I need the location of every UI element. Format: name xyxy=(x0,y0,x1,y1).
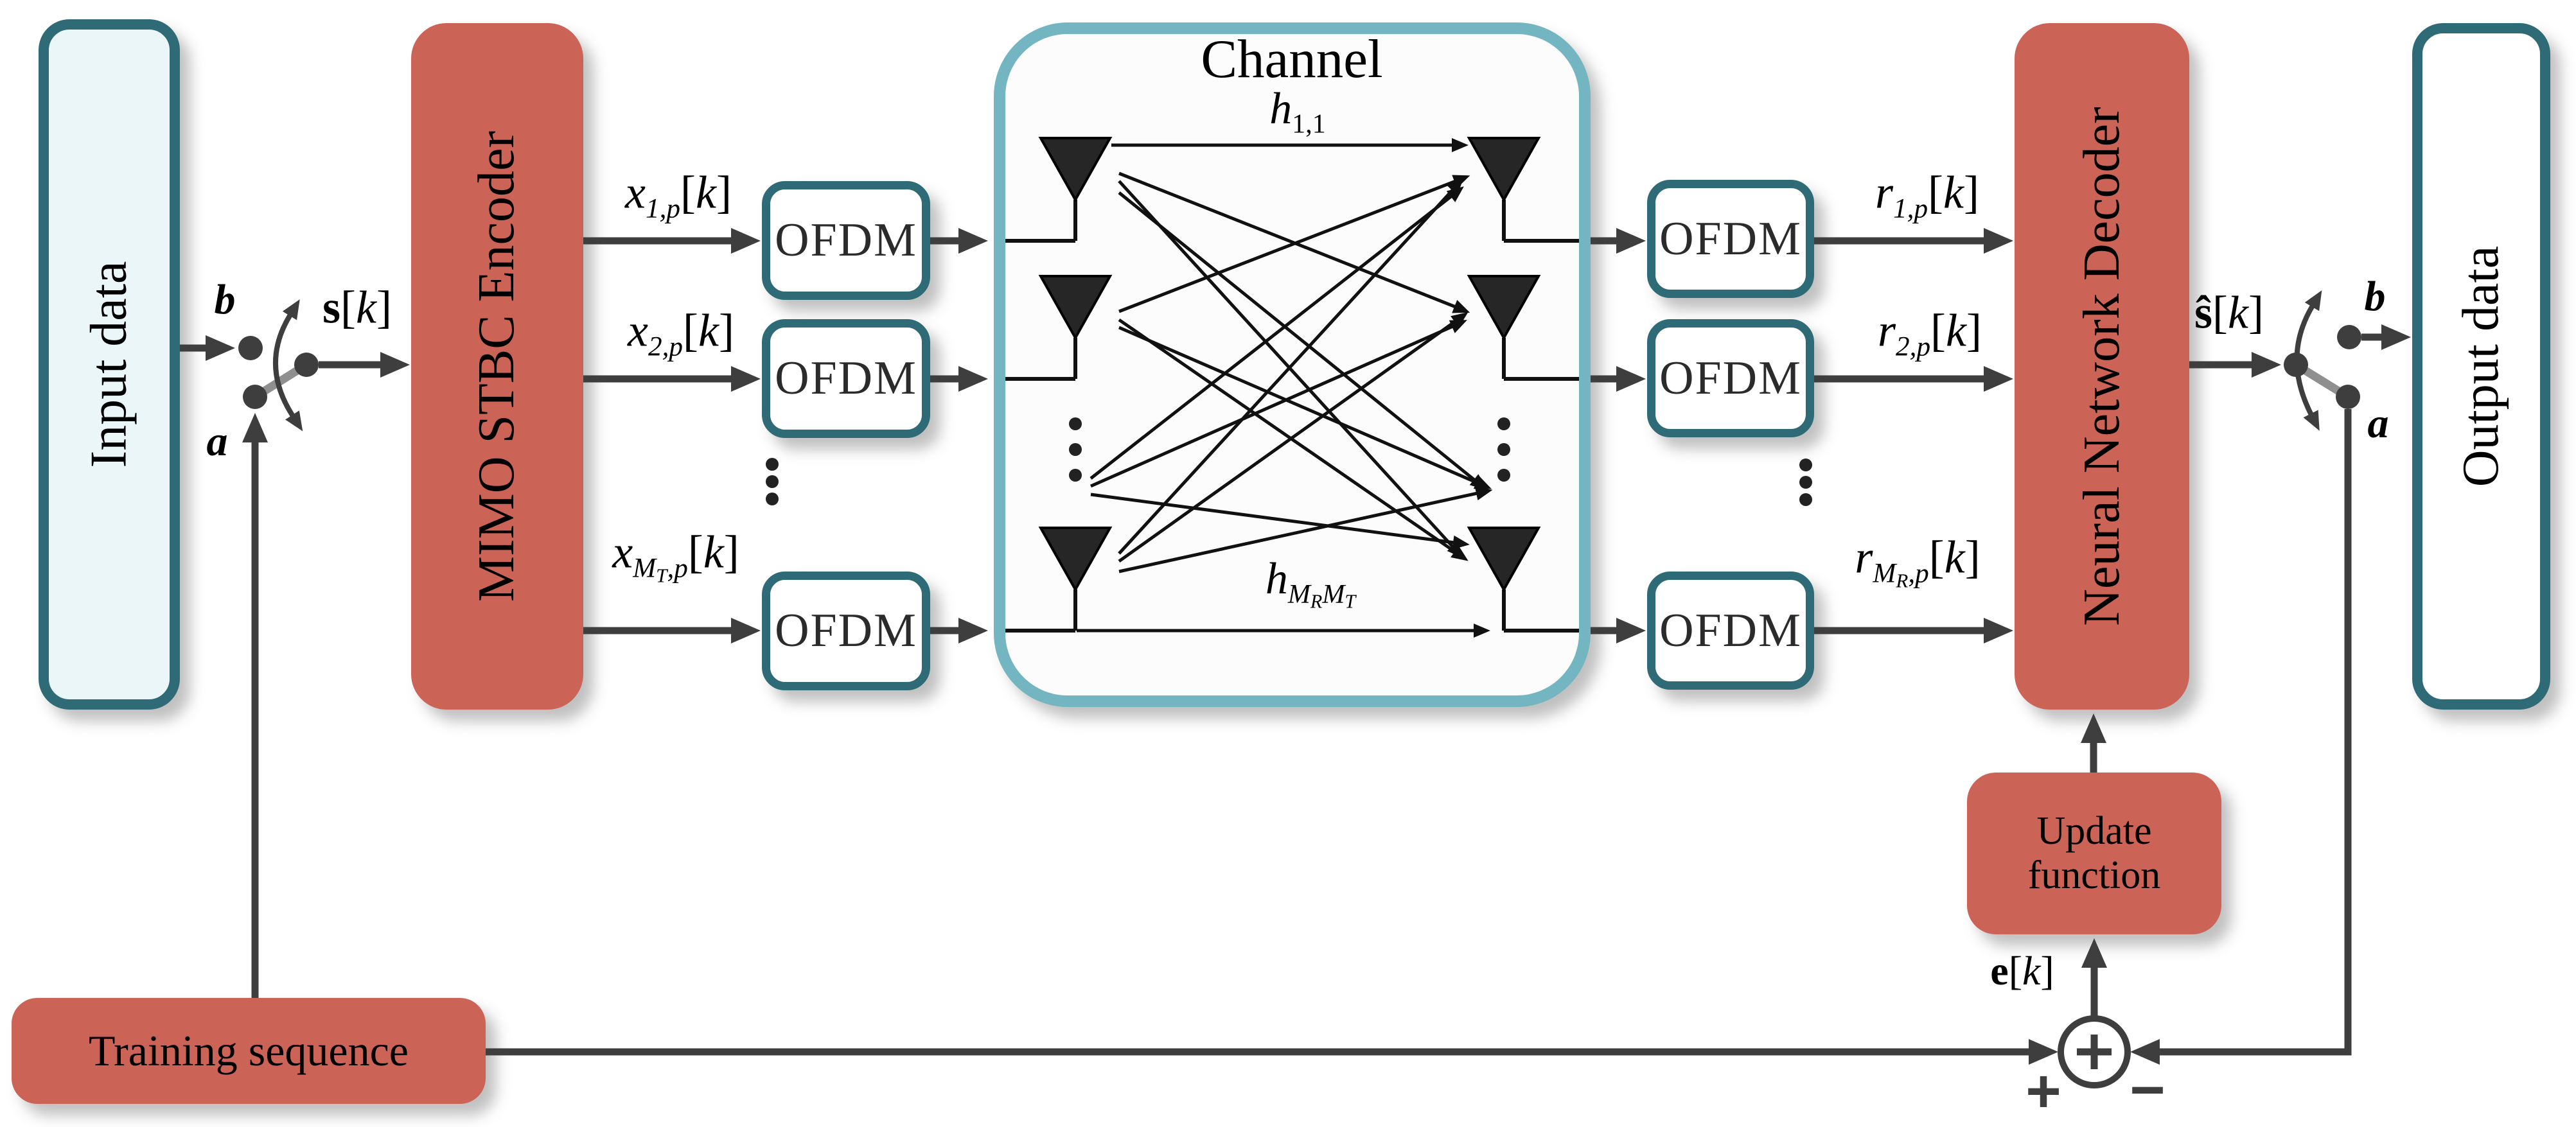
ofdm-rx-label-2: OFDM xyxy=(1659,351,1802,405)
switch-arm xyxy=(2293,361,2351,401)
channel-title: Channel xyxy=(1201,29,1383,89)
update-function-label: Update function xyxy=(2027,808,2161,897)
ofdm-tx-label-1: OFDM xyxy=(775,214,917,266)
label-e-k: e[k] xyxy=(1990,948,2054,993)
label-r2p-k: r2,p[k] xyxy=(1878,304,1982,362)
ofdm-tx-box-2: OFDM xyxy=(762,319,930,438)
switch-label-a-right: a xyxy=(2367,400,2389,447)
switch-terminal-a xyxy=(243,385,267,409)
switch-toggle-arc-icon xyxy=(2294,290,2322,431)
ofdm-rx-box-3: OFDM xyxy=(1647,572,1814,690)
dots-encoder-outputs-icon xyxy=(766,458,779,505)
adder-plus-sign: + xyxy=(2025,1057,2061,1126)
encoder-label: MIMO STBC Encoder xyxy=(468,130,525,602)
adder-icon xyxy=(2058,1015,2131,1088)
input-switch-icon xyxy=(238,299,319,432)
label-r1p-k: r1,p[k] xyxy=(1875,166,1979,224)
dots-decoder-inputs-icon xyxy=(1799,459,1812,506)
mimo-stbc-encoder-box: MIMO STBC Encoder xyxy=(411,23,583,710)
ofdm-rx-box-1: OFDM xyxy=(1647,180,1814,298)
switch-terminal-b xyxy=(2337,325,2361,349)
label-rMRp-k: rMR,p[k] xyxy=(1855,531,1981,592)
switch-terminal-a xyxy=(2336,385,2360,409)
switch-label-a-left: a xyxy=(206,418,228,465)
input-data-box: Input data xyxy=(39,19,180,710)
label-x2p-k: x2,p[k] xyxy=(628,304,734,362)
output-data-label: Output data xyxy=(2453,245,2509,487)
switch-label-b-right: b xyxy=(2364,273,2386,320)
label-x1p-k: x1,p[k] xyxy=(625,166,732,224)
label-s-hat-k: ŝ[k] xyxy=(2194,286,2264,338)
switch-toggle-arc-icon xyxy=(273,299,303,432)
ofdm-rx-box-2: OFDM xyxy=(1647,319,1814,437)
ofdm-rx-label-3: OFDM xyxy=(1659,604,1802,657)
ofdm-tx-label-2: OFDM xyxy=(775,352,917,405)
ofdm-tx-label-3: OFDM xyxy=(775,604,917,657)
switch-pole xyxy=(2284,353,2308,377)
adder-minus-sign: − xyxy=(2130,1056,2166,1124)
ofdm-tx-box-1: OFDM xyxy=(762,181,930,300)
switch-label-b-left: b xyxy=(214,276,236,323)
ofdm-tx-box-3: OFDM xyxy=(762,572,930,690)
switch-arm xyxy=(252,361,309,401)
training-sequence-label: Training sequence xyxy=(89,1026,409,1075)
input-data-label: Input data xyxy=(80,261,137,468)
label-hMRMT: hMRMT xyxy=(1265,554,1356,613)
switch-pole xyxy=(294,353,319,377)
label-xMTp-k: xMT,p[k] xyxy=(612,526,739,587)
decoder-label: Neural Network Decoder xyxy=(2073,107,2130,626)
ofdm-rx-label-1: OFDM xyxy=(1659,212,1802,265)
output-data-box: Output data xyxy=(2412,23,2550,710)
update-function-box: Update function xyxy=(1967,773,2221,934)
training-sequence-box: Training sequence xyxy=(12,998,486,1104)
output-switch-icon xyxy=(2284,290,2361,431)
label-s-k: s[k] xyxy=(322,281,392,333)
neural-network-decoder-box: Neural Network Decoder xyxy=(2015,23,2189,710)
label-h11: h1,1 xyxy=(1269,84,1326,139)
switch-terminal-b xyxy=(238,336,263,360)
